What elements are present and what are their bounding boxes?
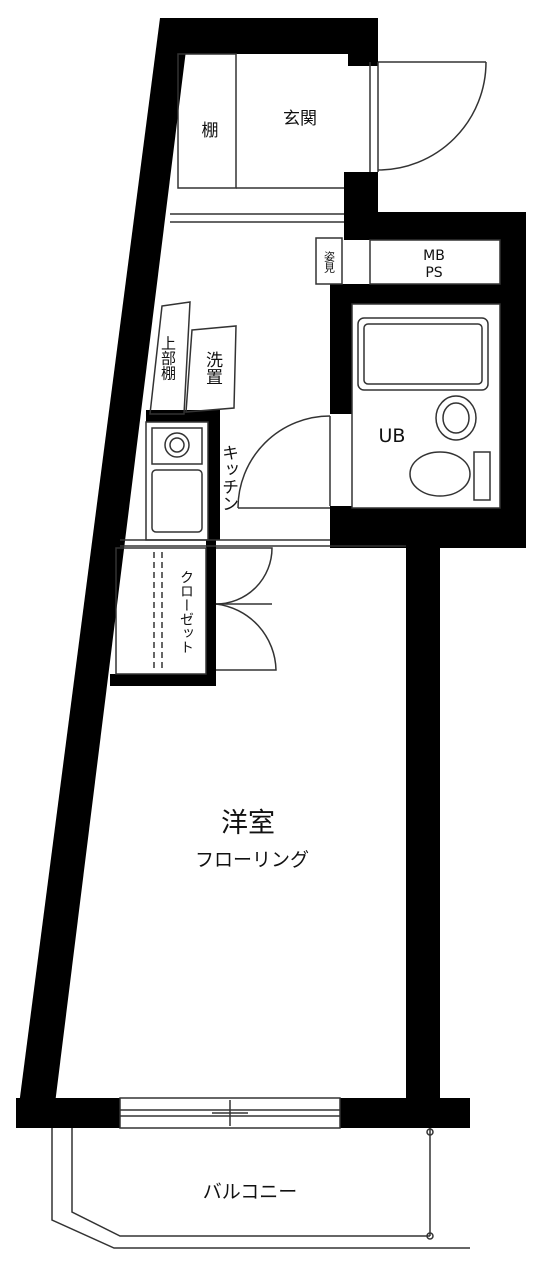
bath-left-wall-upper <box>330 284 352 414</box>
closet-label: クローゼット <box>178 570 194 654</box>
closet-door-swing-upper <box>215 547 273 605</box>
walls <box>16 18 526 1128</box>
kitchen-counter <box>145 421 209 541</box>
washer-space <box>185 325 237 413</box>
mb-ps-bottom-wall <box>330 284 526 304</box>
closet-bottom-wall <box>110 674 214 686</box>
ps-label: PS <box>425 265 442 281</box>
fixtures <box>164 395 491 501</box>
kitchen-divider-wall <box>146 410 218 422</box>
bathtub <box>357 317 489 391</box>
unit-bath-label: UB <box>379 425 406 447</box>
kitchen-side-wall <box>208 410 220 540</box>
closet-box <box>115 547 207 675</box>
toilet <box>409 451 471 497</box>
entrance-door-swing <box>377 61 487 171</box>
entrance-label: 玄関 <box>283 109 317 129</box>
left-slanted-wall <box>16 18 190 1128</box>
bath-inner-frame <box>351 303 501 509</box>
washbasin <box>435 395 477 441</box>
closet-side-wall <box>206 540 216 686</box>
labels: 棚 玄関 姿見 MB PS 上部棚 洗置 UB キッチン クローゼット 洋室 フ… <box>159 109 445 1203</box>
closet-door-swing-lower <box>215 603 277 671</box>
washer-label: 洗置 <box>202 351 223 385</box>
shelf-label: 棚 <box>202 121 219 141</box>
top-wall-right-end <box>348 18 378 66</box>
mb-ps-box <box>369 239 501 285</box>
stove-burner <box>164 432 190 458</box>
genkan-shelf <box>177 53 237 189</box>
room-right-wall <box>406 540 440 1100</box>
kitchen-stove <box>151 427 203 465</box>
top-wall <box>160 18 378 54</box>
upper-shelf-label: 上部棚 <box>159 336 177 381</box>
western-room-label: 洋室 <box>221 808 275 839</box>
balcony-label: バルコニー <box>203 1181 298 1203</box>
bottom-wall-left <box>16 1098 120 1128</box>
bath-door-swing <box>237 415 331 509</box>
mirror-box <box>315 237 343 285</box>
flooring-label: フローリング <box>195 849 309 871</box>
kitchen-sink <box>151 469 203 533</box>
mb-label: MB <box>423 248 445 264</box>
balcony-rail <box>51 1128 470 1249</box>
balcony-window <box>119 1097 341 1129</box>
toilet-tank <box>473 451 491 501</box>
bottom-wall-right <box>340 1098 470 1128</box>
mb-ps-top-wall <box>344 212 526 240</box>
thin-lines <box>51 53 501 1249</box>
entrance-jamb-wall <box>344 172 378 214</box>
mirror-label: 姿見 <box>323 251 336 273</box>
doors <box>215 61 487 671</box>
bath-right-wall <box>500 212 526 548</box>
kitchen-label: キッチン <box>218 444 238 512</box>
upper-shelf <box>149 301 191 415</box>
